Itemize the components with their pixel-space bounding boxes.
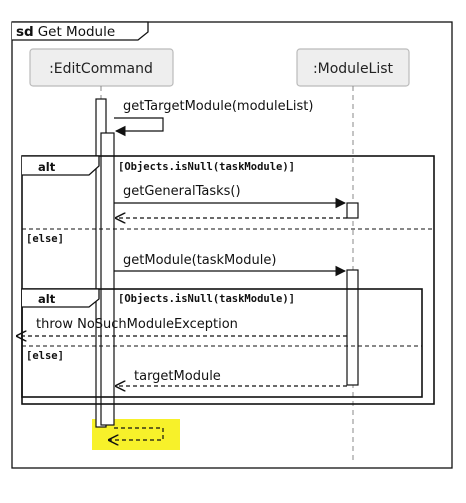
activation-modulelist-1 [346,202,359,219]
fragment-inner-alt-tab [22,288,100,308]
activation-modulelist-2 [346,269,359,386]
activation-editcommand-inner [100,132,115,426]
message-getmodule: getModule(taskModule) [123,253,276,268]
message-gettargetmodule: getTargetModule(moduleList) [123,99,313,114]
message-getgeneraltasks: getGeneralTasks() [123,184,241,199]
fragment-outer-else: [else] [26,233,64,245]
fragment-inner-guard: [Objects.isNull(taskModule)] [118,293,295,305]
arrow-return-self [109,427,164,440]
fragment-inner-else: [else] [26,350,64,362]
participant-modulelist-label: :ModuleList [313,61,394,77]
fragment-outer-alt-tab [22,155,100,176]
arrow-gettargetmodule [114,117,164,137]
message-throw: throw NoSuchModuleException [36,317,238,332]
message-targetmodule: targetModule [134,369,221,384]
fragment-inner-operator: alt [38,292,56,306]
fragment-outer-guard: [Objects.isNull(taskModule)] [118,161,295,173]
fragment-outer-operator: alt [38,160,56,174]
participant-editcommand-label: :EditCommand [49,61,153,77]
sd-frame [11,21,453,469]
fragment-outer-alt [21,155,435,405]
sd-frame-tab [12,21,149,41]
fragment-inner-alt [21,288,423,398]
